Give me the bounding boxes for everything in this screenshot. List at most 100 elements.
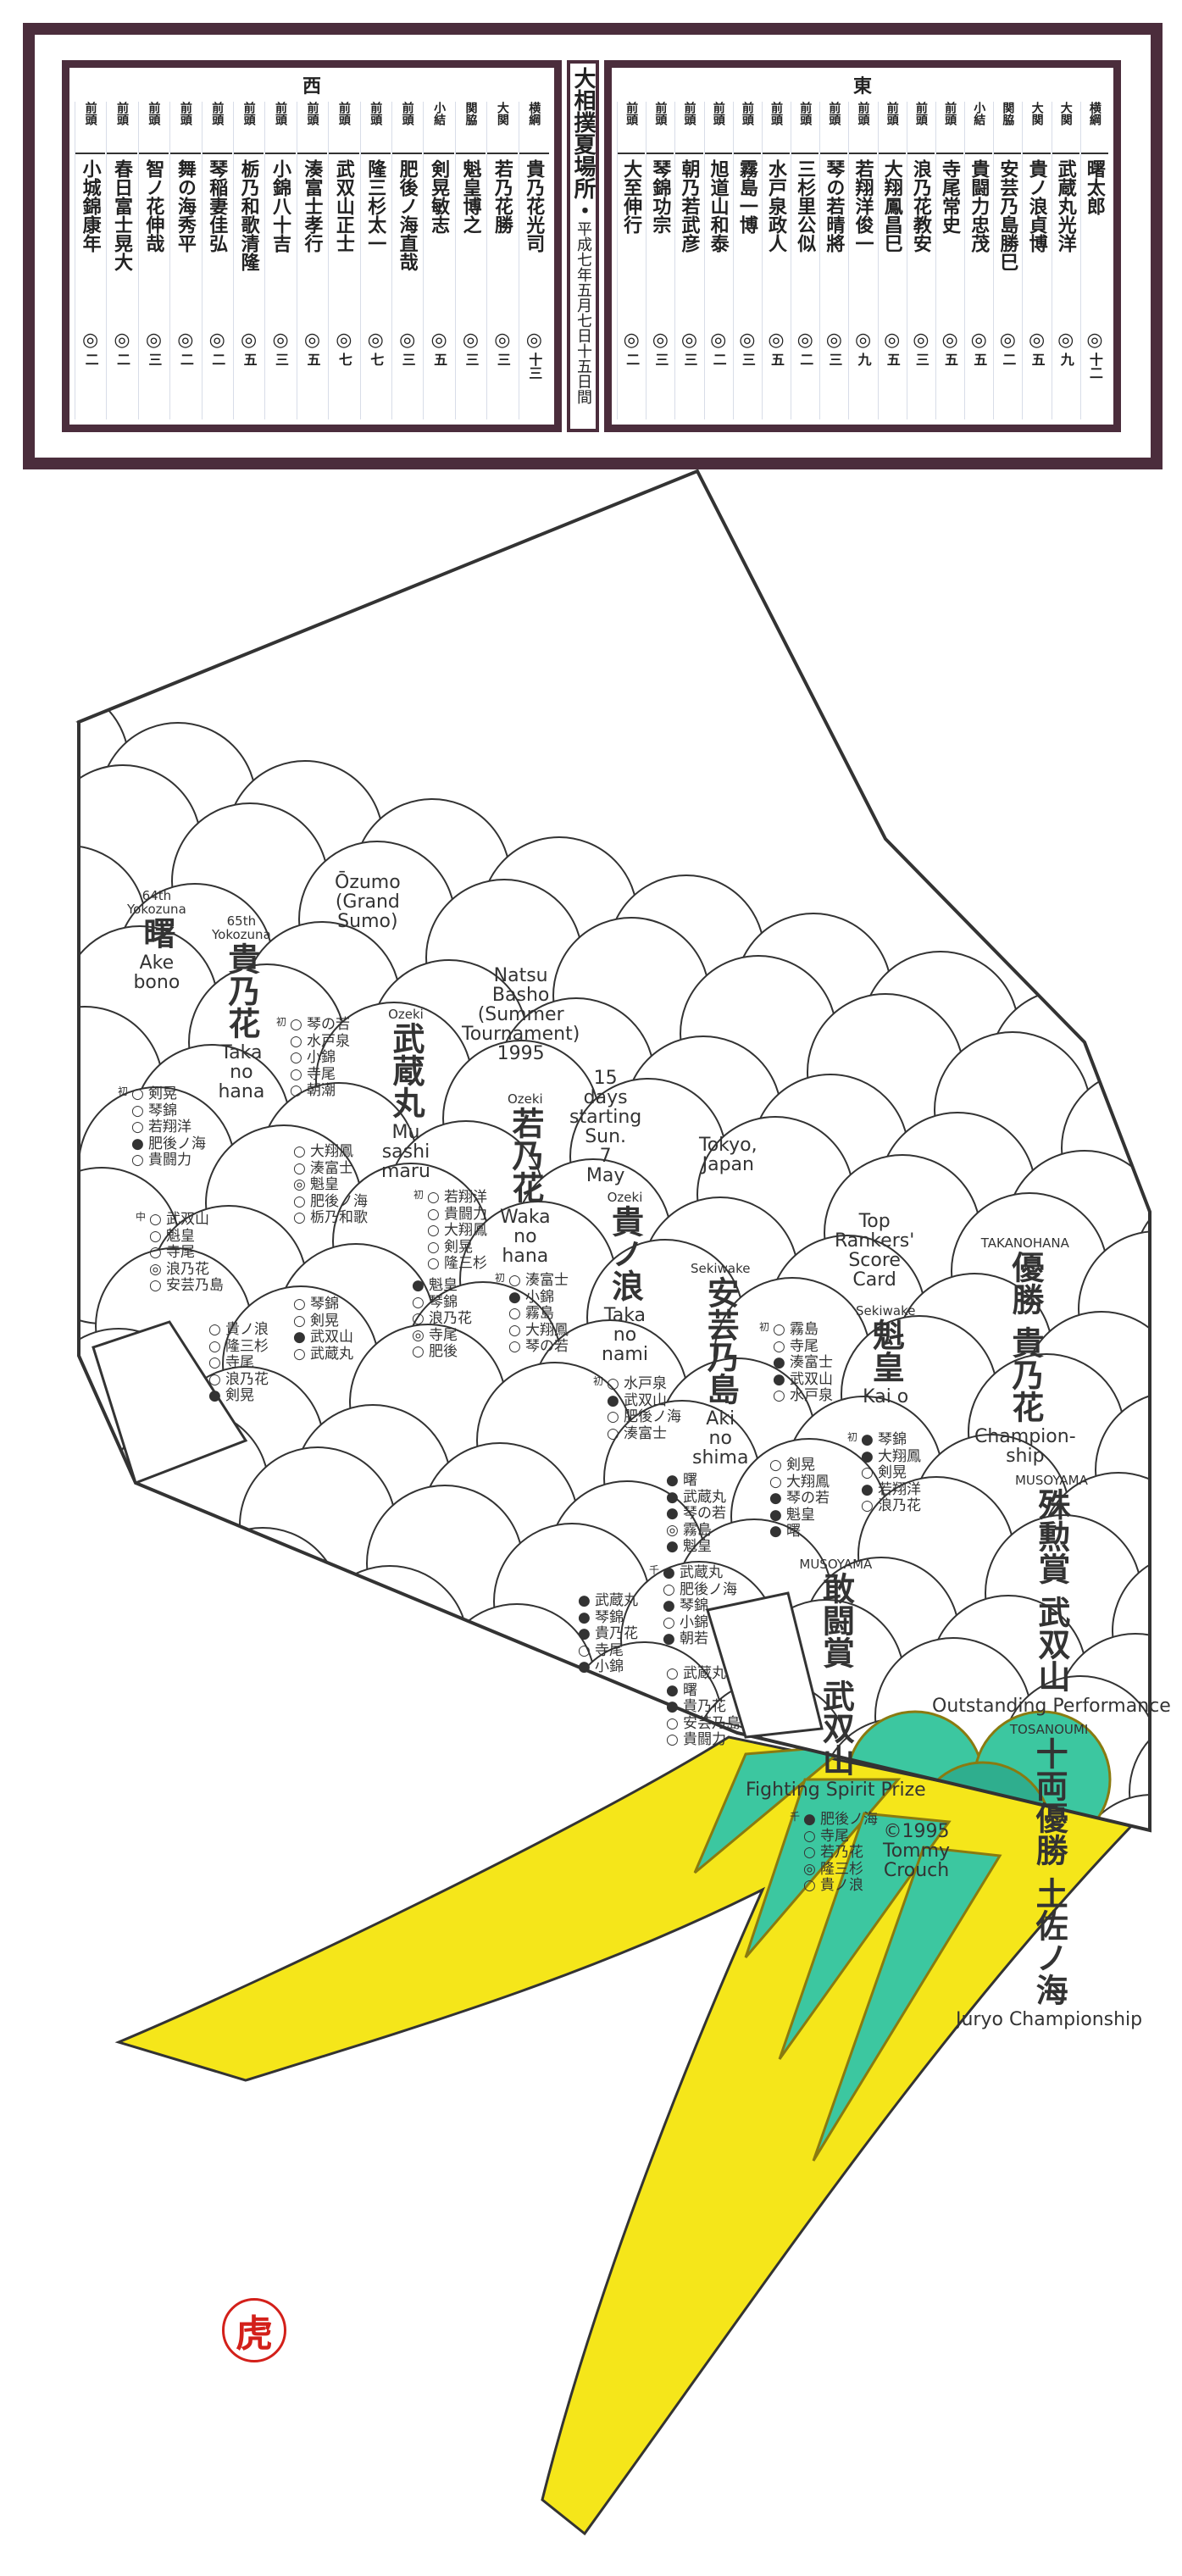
result-mark: ○ <box>663 1580 675 1598</box>
bout-row: ●小錦 <box>578 1658 638 1676</box>
banzuke-column: 関脇安芸乃島勝巳◎二 <box>993 102 1022 419</box>
bout-row: ○貴闘力 <box>666 1731 741 1749</box>
result-mark: ○ <box>131 1102 144 1119</box>
bout-row: ○大翔鳳 <box>508 1321 569 1340</box>
rank-label: 前頭 <box>202 102 232 154</box>
rikishi-name: 水戸泉政人 <box>765 159 788 253</box>
bout-row: ○寺尾 <box>578 1641 638 1660</box>
bout-row: ○霧島 <box>773 1321 833 1339</box>
fish-scale <box>184 1527 341 1685</box>
result-mark: ○ <box>208 1321 221 1338</box>
result-mark: ◎ <box>1028 330 1046 351</box>
result-mark: ○ <box>578 1641 591 1659</box>
result-mark: ◎ <box>710 330 727 351</box>
result-mark: ○ <box>607 1424 619 1442</box>
banzuke-column: 前頭朝乃若武彦◎三 <box>674 102 703 419</box>
rank-label: 関脇 <box>994 102 1022 154</box>
opponent-name: 朝潮 <box>307 1082 336 1100</box>
result-mark: ● <box>666 1698 679 1716</box>
opponent-name: 魁皇 <box>683 1538 712 1556</box>
bout-row: ◎霧島 <box>666 1522 726 1540</box>
result-mark: ○ <box>293 1159 306 1177</box>
bout-row: ●魁皇 <box>666 1538 726 1556</box>
scale-caption: Basho <box>491 985 550 1007</box>
bout-list: 初○琴の若○水戸泉○小錦○寺尾○朝潮 <box>276 1016 350 1100</box>
fish-scale <box>79 1489 214 1646</box>
bout-row: ○剣晃 <box>293 1313 353 1330</box>
rikishi-name: 琴稲妻佳弘 <box>206 159 229 253</box>
rikishi-name: 湊富士孝行 <box>301 159 324 253</box>
scale-kanji: 若乃花 <box>506 1106 545 1203</box>
scale-caption: Natsu <box>493 965 548 986</box>
bout-list: 初○湊富士●小錦○霧島○大翔鳳○琴の若 <box>495 1272 569 1356</box>
bout-row: ●武蔵丸 <box>578 1592 638 1610</box>
day-marker: 初 <box>847 1431 858 1443</box>
rank-label: 横綱 <box>1080 102 1108 154</box>
opponent-name: 寺尾 <box>820 1827 849 1845</box>
bout-list: 初○剣晃○琴錦○若翔洋●肥後ノ海○貴闘力 <box>118 1085 206 1169</box>
banzuke-column: 前頭小錦八十吉◎三 <box>264 102 296 419</box>
result-mark: ● <box>578 1608 591 1626</box>
banzuke-column: 前頭舞の海秀平◎二 <box>169 102 201 419</box>
bout-row: ○寺尾 <box>290 1066 350 1084</box>
result-mark: ◎ <box>114 330 130 351</box>
scale-caption: (Summer <box>477 1004 564 1026</box>
result-mark: ◎ <box>854 330 872 351</box>
result-mark: ● <box>578 1658 591 1676</box>
opponent-name: 魁皇 <box>310 1176 339 1194</box>
opponent-name: 安芸乃島 <box>683 1714 741 1732</box>
opponent-name: 肥後 <box>429 1343 458 1361</box>
scale-caption: Tommy <box>883 1840 951 1863</box>
opponent-name: 霧島 <box>525 1305 554 1323</box>
banzuke-column: 小結貴闘力忠茂◎五 <box>964 102 993 419</box>
scale-caption: Sekiwake <box>856 1303 916 1319</box>
score-value: 五 <box>431 353 448 366</box>
scale-kanji: 安芸乃島 <box>702 1275 741 1405</box>
scale-kanji: 貴乃花 <box>222 941 261 1039</box>
scale-romaji: hana <box>218 1080 265 1102</box>
opponent-name: 大翔鳳 <box>525 1321 569 1339</box>
banzuke-column: 前頭大翔鳳昌巳◎五 <box>877 102 906 419</box>
opponent-name: 肥後ノ海 <box>310 1192 368 1210</box>
scale-caption: 65th <box>226 913 257 929</box>
rank-label: 前頭 <box>704 102 732 154</box>
result-mark: ◎ <box>462 330 480 351</box>
result-mark: ● <box>803 1811 816 1828</box>
day-marker: 千 <box>649 1564 660 1576</box>
banzuke-scorecard: 西 横綱貴乃花光司◎十三大関若乃花勝◎三関脇魁皇博之◎三小結剣晃敏志◎五前頭肥後… <box>23 23 1163 469</box>
day-marker: 初 <box>276 1016 287 1028</box>
rikishi-name: 智ノ花伸哉 <box>142 159 165 253</box>
bout-row: ○琴錦 <box>412 1294 472 1312</box>
result-mark: ◎ <box>1057 330 1074 351</box>
result-mark: ● <box>769 1523 782 1541</box>
west-title: 西 <box>302 75 321 97</box>
rank-label: 前頭 <box>618 102 646 154</box>
opponent-name: 貴乃花 <box>683 1698 726 1716</box>
bout-row: ●湊富士 <box>773 1354 833 1372</box>
scale-caption: 15 <box>593 1068 618 1089</box>
result-mark: ○ <box>149 1244 162 1262</box>
day-marker: 中 <box>136 1211 147 1223</box>
bout-row: ○小錦 <box>663 1613 737 1632</box>
result-mark: ○ <box>773 1321 785 1338</box>
scale-romaji: sashi <box>381 1141 430 1163</box>
result-mark: ○ <box>293 1209 306 1227</box>
bout-row: ○若翔洋 <box>427 1189 487 1207</box>
rank-label: 前頭 <box>935 102 964 154</box>
result-mark: ◎ <box>768 330 785 351</box>
opponent-name: 琴錦 <box>595 1608 624 1626</box>
bout-row: ○小錦 <box>290 1049 350 1067</box>
result-mark: ○ <box>663 1613 675 1631</box>
score-value: 九 <box>855 353 872 366</box>
scale-kanji: 貴ノ浪 <box>606 1204 645 1302</box>
score-value: 五 <box>1029 353 1046 366</box>
opponent-name: 大翔鳳 <box>878 1447 921 1465</box>
opponent-name: 寺尾 <box>429 1326 458 1344</box>
opponent-name: 寺尾 <box>225 1354 254 1372</box>
bout-row: ○武蔵丸 <box>293 1346 353 1363</box>
result-mark: ◎ <box>680 330 698 351</box>
rank-label: 前頭 <box>360 102 391 154</box>
result-mark: ○ <box>293 1312 306 1330</box>
banzuke-column: 前頭智ノ花伸哉◎三 <box>137 102 169 419</box>
